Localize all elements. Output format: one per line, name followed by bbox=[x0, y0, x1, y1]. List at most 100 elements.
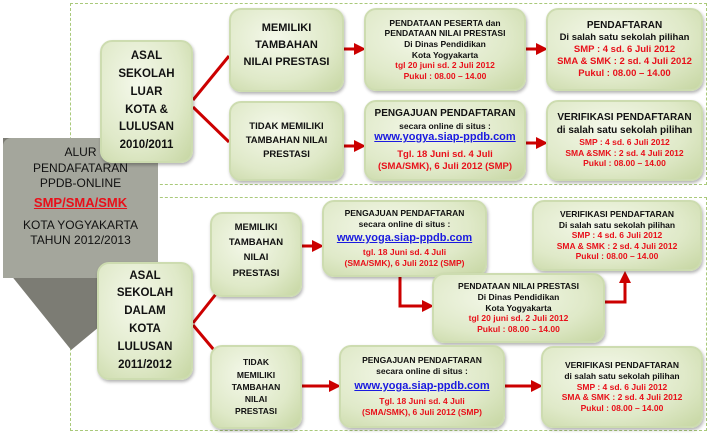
box-text: SEKOLAH bbox=[116, 287, 174, 300]
box-text: Kota Yogyakarta bbox=[411, 49, 479, 60]
box-text: 2010/2011 bbox=[119, 139, 174, 152]
box-time: Pukul : 08.00 – 14.00 bbox=[477, 323, 560, 334]
box-title: PENGAJUAN PENDAFTARAN bbox=[344, 208, 465, 219]
box-text: ASAL bbox=[129, 269, 161, 282]
banner-line: ALUR bbox=[64, 145, 97, 159]
box-date: Tgl. 18 Juni sd. 4 Juli bbox=[397, 149, 493, 161]
box-text: secara online di situs : bbox=[399, 120, 491, 131]
box-text: DALAM bbox=[124, 305, 166, 318]
branch-line bbox=[191, 105, 231, 144]
banner-title: ALUR PENDAFATARAN PPDB-ONLINE SMP/SMA/SM… bbox=[3, 145, 158, 249]
box-date: SMP : 4 sd. 6 Juli 2012 bbox=[571, 230, 663, 241]
box-date: (SMA/SMK), 6 Juli 2012 (SMP) bbox=[362, 407, 482, 417]
box-text: di salah satu sekolah pilihan bbox=[564, 371, 680, 382]
origin-dalam-kota-box: ASAL SEKOLAH DALAM KOTA LULUSAN 2011/2012 bbox=[97, 262, 193, 380]
site-link[interactable]: www.yoga.siap-ppdb.com bbox=[354, 379, 490, 392]
box-text: MEMILIKI bbox=[261, 22, 312, 34]
box-text: TAMBAHAN NILAI bbox=[245, 134, 328, 146]
box-date: SMP : 4 sd. 6 Juli 2012 bbox=[576, 381, 668, 392]
box-date: SMP : 4 sd. 6 Juli 2012 bbox=[573, 43, 676, 55]
site-link[interactable]: www.yoga.siap-ppdb.com bbox=[336, 231, 473, 244]
branch-line bbox=[191, 324, 216, 351]
box-text: 2011/2012 bbox=[118, 358, 172, 371]
box-title: PENDATAAN NILAI PRESTASI bbox=[458, 281, 579, 292]
box-date: Tgl. 18 Juni sd. 4 Juli bbox=[379, 396, 465, 407]
box-text: secara online di situs : bbox=[358, 219, 451, 229]
box-date: (SMA/SMK), 6 Juli 2012 (SMP) bbox=[344, 258, 465, 268]
box-date: SMA &SMK : 2 sd. 4 Juli 2012 bbox=[565, 147, 684, 158]
box-text: PRESTASI bbox=[263, 149, 310, 161]
memiliki-prestasi-box: MEMILIKI TAMBAHAN NILAI PRESTASI bbox=[229, 8, 344, 92]
box-title: VERIFIKASI PENDAFTARAN bbox=[559, 208, 675, 219]
box-text: LULUSAN bbox=[117, 340, 173, 353]
box-time: Pukul : 08.00 – 14.00 bbox=[583, 158, 666, 169]
box-text: LUAR bbox=[130, 85, 163, 98]
box-title: VERIFIKASI PENDAFTARAN bbox=[564, 360, 680, 371]
top-group-frame bbox=[70, 3, 707, 185]
box-text: LULUSAN bbox=[119, 121, 174, 134]
tidak-memiliki-prestasi-box: TIDAK MEMILIKI TAMBAHAN NILAI PRESTASI bbox=[229, 101, 344, 181]
box-time: Pukul : 08.00 – 14.00 bbox=[578, 67, 671, 79]
box-text: Di Dinas Pendidikan bbox=[477, 292, 560, 303]
banner-line: PENDAFATARAN bbox=[33, 160, 128, 175]
box-text: TIDAK MEMILIKI bbox=[249, 120, 324, 132]
box-date: (SMA/SMK), 6 Juli 2012 (SMP) bbox=[377, 160, 513, 172]
box-text: Di salah satu sekolah pilihan bbox=[559, 32, 690, 43]
box-text: TIDAK bbox=[243, 357, 269, 368]
box-text: PRESTASI bbox=[235, 406, 277, 417]
box-text: Di Dinas Pendidikan bbox=[404, 38, 486, 49]
box-text: PRESTASI bbox=[232, 267, 280, 279]
box-text: SEKOLAH bbox=[118, 67, 175, 80]
banner-city: KOTA YOGYAKARTA bbox=[23, 217, 138, 232]
box-text: TAMBAHAN bbox=[231, 381, 281, 392]
box-date: SMA & SMK : 2 sd. 4 Juli 2012 bbox=[556, 240, 678, 251]
branch-line bbox=[191, 293, 218, 324]
box-date: tgl. 18 Juni sd. 4 Juli bbox=[362, 247, 447, 258]
banner-year: TAHUN 2012/2013 bbox=[30, 233, 131, 248]
box-title: VERIFIKASI PENDAFTARAN bbox=[557, 112, 692, 124]
box-text: di salah satu sekolah pilihan bbox=[556, 124, 693, 136]
box-text: KOTA bbox=[129, 323, 161, 335]
box-title: PENDAFTARAN bbox=[586, 19, 663, 31]
box-date: SMA & SMK : 2 sd. 4 Juli 2012 bbox=[557, 55, 692, 67]
box-time: Pukul : 08.00 – 14.00 bbox=[580, 402, 664, 413]
arrow bbox=[605, 271, 631, 304]
box-date: SMA & SMK : 2 sd. 4 Juli 2012 bbox=[561, 392, 683, 403]
box-title: PENGAJUAN PENDAFTARAN bbox=[362, 355, 482, 366]
banner-levels: SMP/SMA/SMK bbox=[33, 194, 128, 210]
box-text: MEMILIKI bbox=[236, 369, 276, 380]
box-text: secara online di situs : bbox=[376, 366, 468, 376]
box-time: Pukul : 08.00 – 14.00 bbox=[575, 251, 659, 262]
banner-line: PPDB-ONLINE bbox=[39, 176, 122, 191]
box-text: TAMBAHAN bbox=[228, 237, 284, 249]
box-text: TAMBAHAN bbox=[255, 39, 318, 52]
box-text: ASAL bbox=[130, 50, 163, 63]
box-text: NILAI PRESTASI bbox=[243, 56, 330, 69]
box-text: Di salah satu sekolah pilihan bbox=[558, 219, 676, 230]
box-text: Kota Yogyakarta bbox=[485, 302, 552, 313]
box-text: NILAI bbox=[244, 394, 268, 405]
box-date: SMP : 4 sd. 6 Juli 2012 bbox=[579, 137, 670, 148]
box-time: Pukul : 08.00 – 14.00 bbox=[403, 70, 487, 81]
branch-line bbox=[191, 55, 231, 101]
box-date: tgl 20 juni sd. 2 Juli 2012 bbox=[395, 60, 495, 71]
box-date: tgl 20 juni sd. 2 Juli 2012 bbox=[468, 313, 569, 324]
box-text: NILAI bbox=[243, 252, 269, 264]
arrow bbox=[398, 277, 434, 312]
box-title: PENGAJUAN PENDAFTARAN bbox=[374, 108, 516, 120]
site-link[interactable]: www.yogya.siap-ppdb.com bbox=[374, 131, 516, 144]
